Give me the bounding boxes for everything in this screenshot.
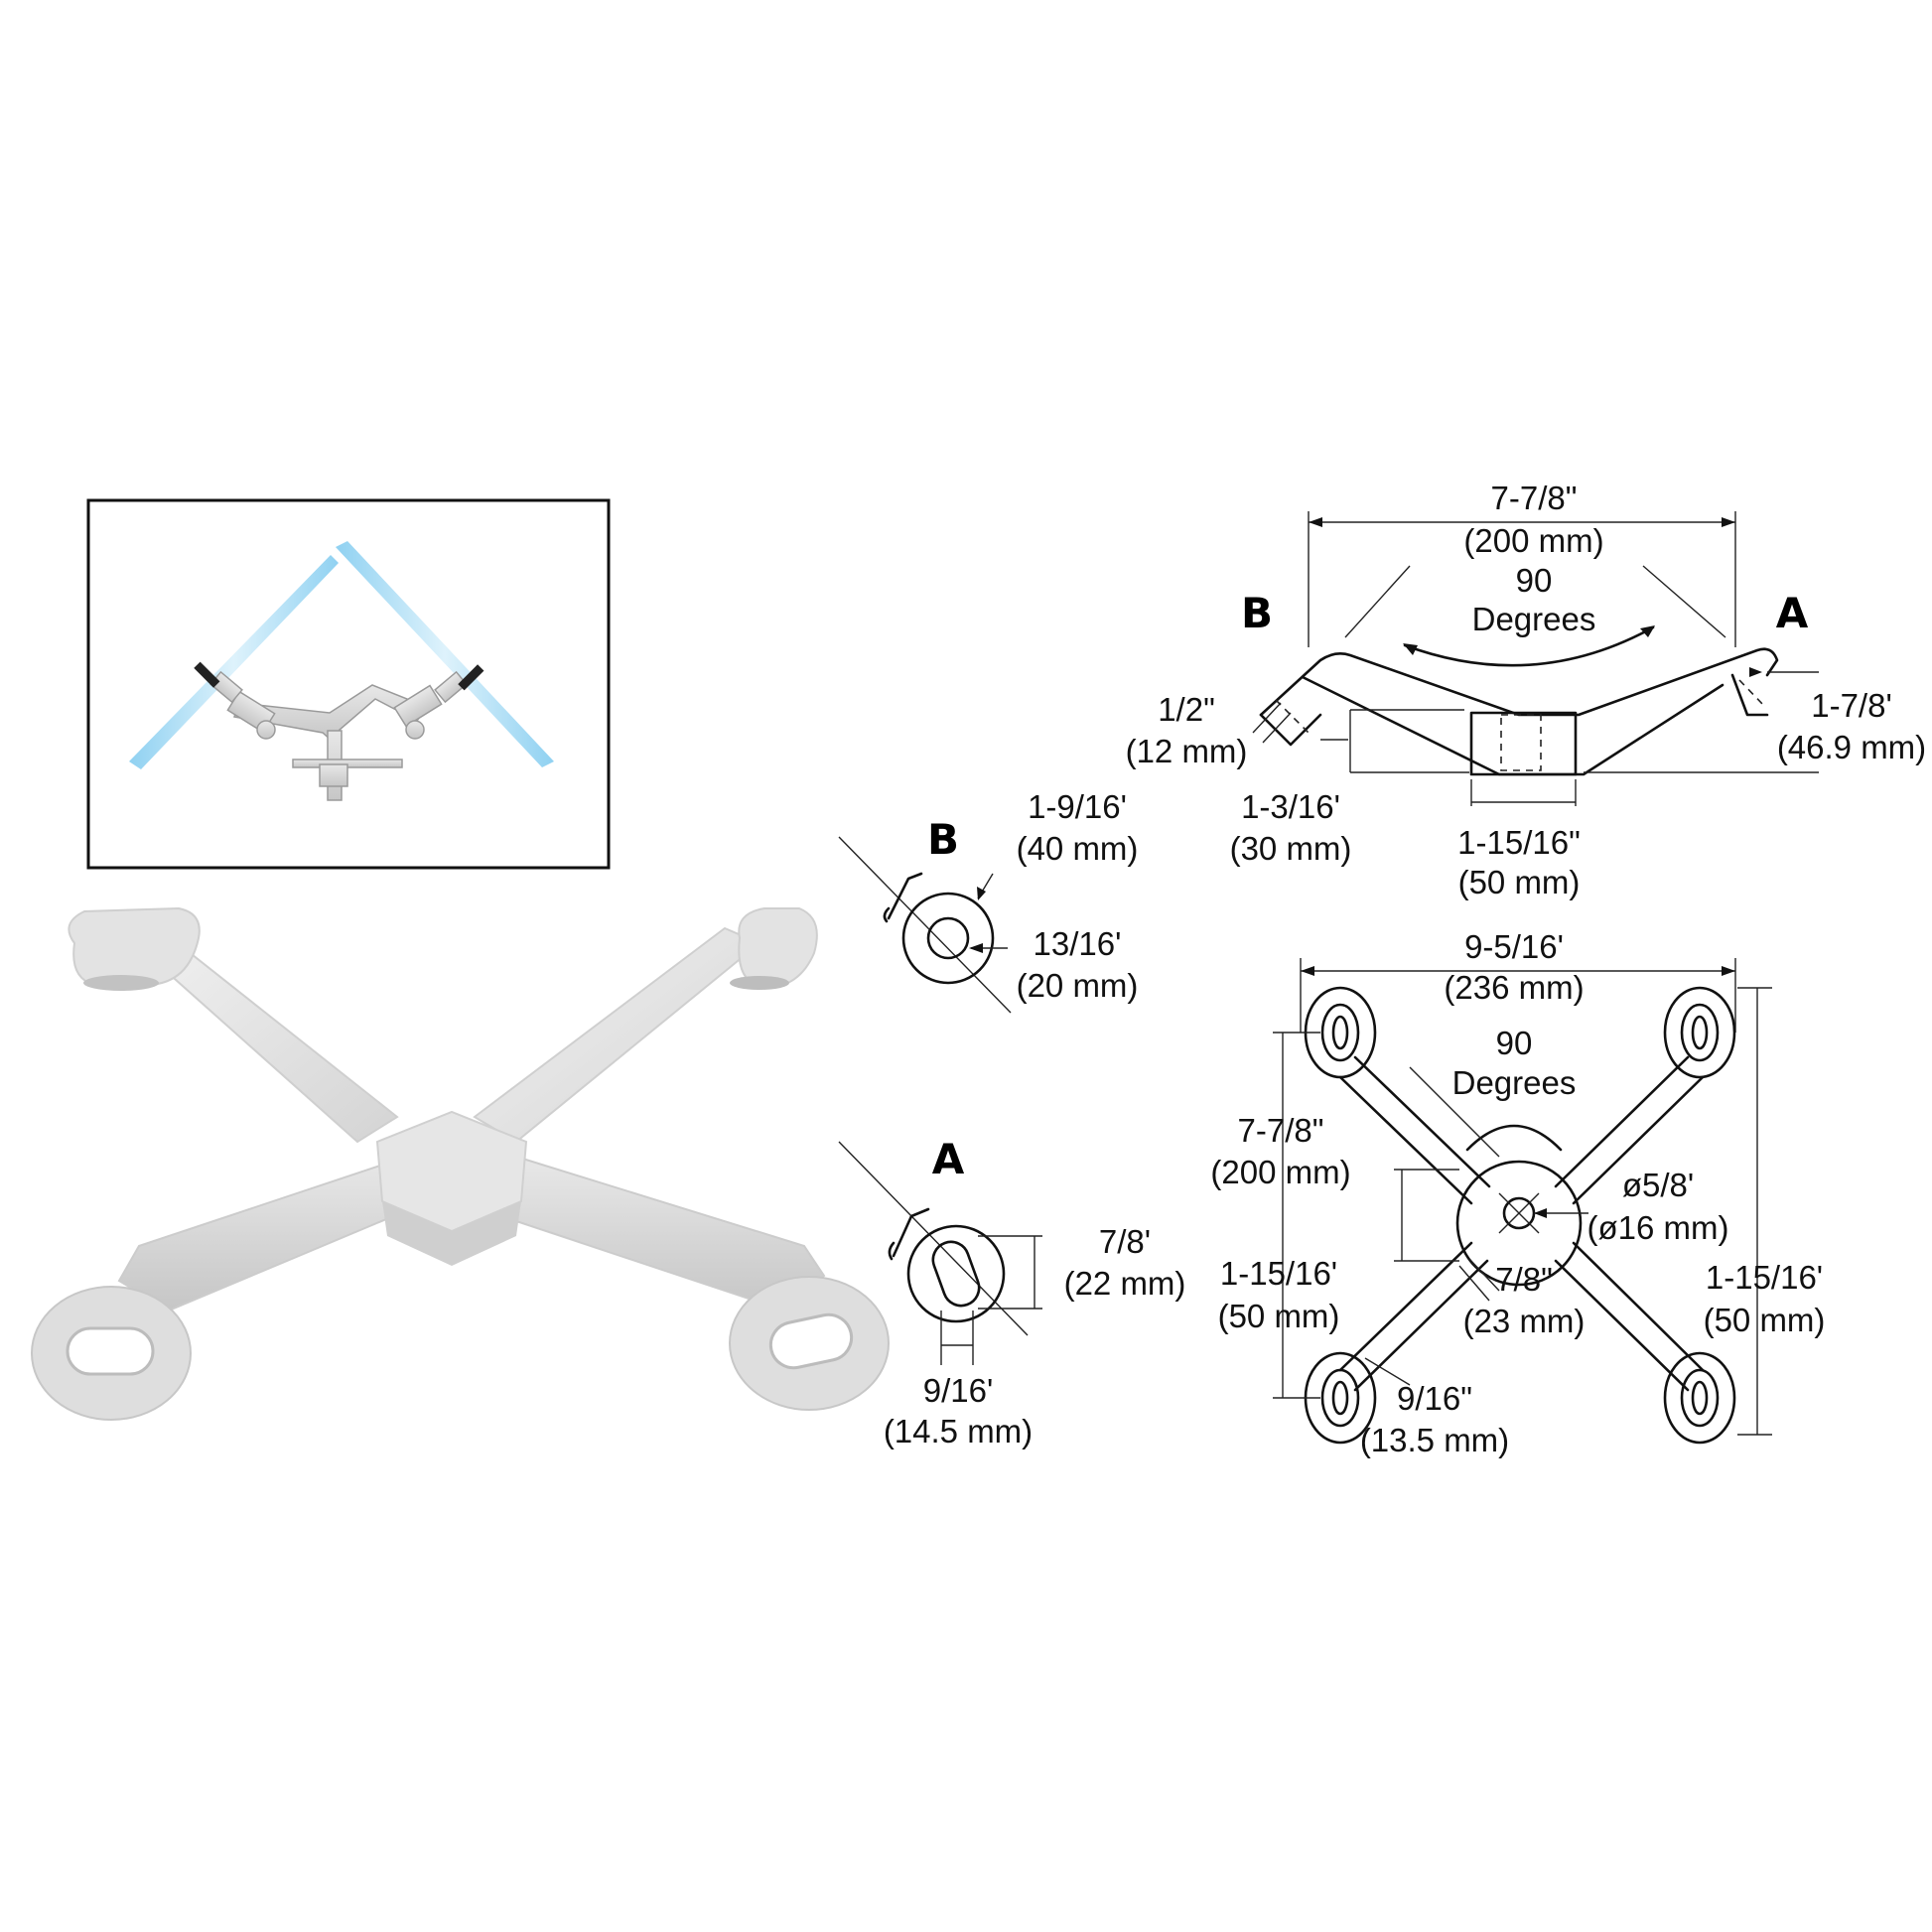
top-overall-width-in: 9-5/16' <box>1464 928 1564 965</box>
top-left-offset-mm: (50 mm) <box>1218 1298 1340 1334</box>
top-hub <box>1455 1160 1583 1287</box>
top-view-drawing: 9-5/16' (236 mm) 90 Degrees <box>1210 928 1825 1458</box>
side-angle-unit: Degrees <box>1472 601 1596 637</box>
top-angle-value: 90 <box>1496 1025 1533 1061</box>
detail-b-hole-mm: (20 mm) <box>1017 967 1139 1004</box>
arm-back-right <box>473 926 761 1144</box>
glass-panel-left <box>129 555 339 769</box>
side-end-height-mm: (46.9 mm) <box>1777 729 1926 765</box>
eye-back-right <box>730 907 818 990</box>
side-label-a: A <box>1776 589 1809 637</box>
eye-back-left <box>68 906 201 991</box>
detail-b-hole-in: 13/16' <box>1034 925 1122 962</box>
side-overall-width-in: 7-7/8" <box>1491 480 1578 516</box>
detail-b-outer-mm: (40 mm) <box>1017 830 1139 867</box>
top-right-offset-mm: (50 mm) <box>1704 1302 1826 1338</box>
detail-a-label: A <box>932 1135 965 1183</box>
top-angle-unit: Degrees <box>1452 1064 1577 1101</box>
side-hub-width-in: 1-15/16" <box>1457 824 1581 861</box>
side-height-in: 1-3/16' <box>1241 788 1340 825</box>
top-bolt-mm: (ø16 mm) <box>1587 1209 1729 1246</box>
glass-clamp-right <box>458 664 484 691</box>
side-overall-width-mm: (200 mm) <box>1463 522 1603 559</box>
top-arm-mm: (200 mm) <box>1210 1154 1350 1190</box>
detail-b-drawing: B 1-9/16' (40 mm) 13/16' (20 mm) <box>838 788 1139 1014</box>
detail-a-slot-height-mm: (22 mm) <box>1064 1265 1186 1302</box>
inset-frame <box>86 498 611 870</box>
top-eye-in: 9/16" <box>1397 1380 1472 1417</box>
top-arms <box>1338 1055 1705 1392</box>
top-eye-br <box>1663 1351 1736 1445</box>
top-eye-tr <box>1663 986 1736 1079</box>
side-view-drawing: 7-7/8" (200 mm) 90 Degrees B A 1/2" (12 … <box>1126 480 1927 900</box>
top-hub-mm: (23 mm) <box>1463 1303 1586 1339</box>
side-end-thickness-in: 1/2" <box>1158 691 1215 728</box>
installation-inset <box>86 498 611 870</box>
detail-a-slot-height-in: 7/8' <box>1099 1223 1151 1260</box>
detail-b-outer-in: 1-9/16' <box>1028 788 1127 825</box>
top-right-offset-in: 1-15/16' <box>1706 1259 1823 1296</box>
hub-base <box>382 1201 521 1266</box>
top-overall-width-mm: (236 mm) <box>1444 969 1584 1006</box>
top-bolt-in: ø5/8' <box>1622 1167 1694 1203</box>
glass-clamp-left <box>194 661 220 688</box>
inset-fitting <box>209 670 468 801</box>
detail-b-label: B <box>927 815 959 864</box>
top-eye-mm: (13.5 mm) <box>1360 1422 1509 1458</box>
eye-front-right <box>729 1276 890 1411</box>
detail-a-slot-width-mm: (14.5 mm) <box>884 1413 1033 1449</box>
arm-front-left <box>117 1155 419 1312</box>
side-hub-width-mm: (50 mm) <box>1458 864 1581 900</box>
top-hub-in: 7/8" <box>1495 1261 1553 1298</box>
detail-a-drawing: A 7/8' (22 mm) 9/16' (14.5 mm) <box>838 1135 1186 1449</box>
eye-front-left <box>31 1286 192 1421</box>
top-arm-in: 7-7/8" <box>1238 1112 1324 1149</box>
side-label-b: B <box>1241 589 1273 637</box>
product-photo <box>31 906 890 1421</box>
detail-a-slot-width-in: 9/16' <box>923 1372 994 1409</box>
side-height-mm: (30 mm) <box>1230 830 1352 867</box>
side-end-thickness-mm: (12 mm) <box>1126 733 1248 769</box>
side-end-height-in: 1-7/8' <box>1811 687 1892 724</box>
glass-panel-right <box>336 541 554 767</box>
side-angle-value: 90 <box>1516 562 1553 599</box>
top-left-offset-in: 1-15/16' <box>1220 1255 1337 1292</box>
